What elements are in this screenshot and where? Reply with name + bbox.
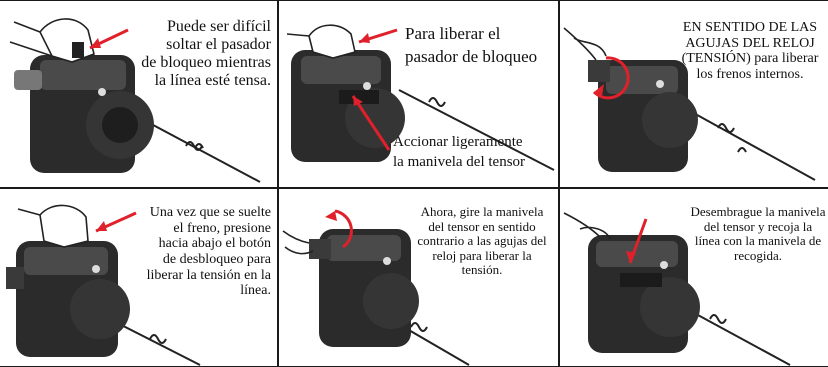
caption-panel-5: Ahora, gire la manivela del tensor en se…: [417, 204, 547, 278]
panel-1: Puede ser difícil soltar el pasador de b…: [0, 0, 277, 187]
panel-4: Una vez que se suelte el freno, presione…: [0, 189, 277, 366]
red-arrow-icon: [334, 209, 353, 249]
caption-panel-2-top: Para liberar el pasador de bloqueo: [405, 24, 538, 67]
divider-middle: [0, 187, 828, 189]
winch-illustration: [563, 27, 816, 181]
caption-panel-4: Una vez que se suelte el freno, presione…: [146, 205, 271, 299]
red-arrow-icon: [592, 56, 630, 100]
winch-illustration: [6, 204, 201, 366]
panel-5: Ahora, gire la manivela del tensor en se…: [279, 189, 558, 366]
red-arrow-icon: [351, 95, 391, 151]
winch-illustration: [282, 209, 470, 366]
panel-3: EN SENTIDO DE LAS AGUJAS DEL RELOJ (TENS…: [560, 0, 828, 187]
caption-panel-6: Desembrague la manivela del tensor y rec…: [690, 204, 826, 263]
caption-panel-2-bottom: Accionar ligeramente la manivela del ten…: [393, 134, 526, 170]
caption-panel-1: Puede ser difícil soltar el pasador de b…: [141, 18, 271, 89]
divider-col-1: [277, 0, 279, 367]
panel-6: Desembrague la manivela del tensor y rec…: [560, 189, 828, 366]
winch-illustration: [286, 24, 555, 171]
winch-illustration: [563, 212, 791, 366]
winch-illustration: [9, 18, 261, 183]
divider-top: [0, 0, 828, 1]
panel-2: Para liberar el pasador de bloqueo Accio…: [279, 0, 558, 187]
caption-panel-3: EN SENTIDO DE LAS AGUJAS DEL RELOJ (TENS…: [681, 20, 819, 83]
divider-col-2: [558, 0, 560, 367]
